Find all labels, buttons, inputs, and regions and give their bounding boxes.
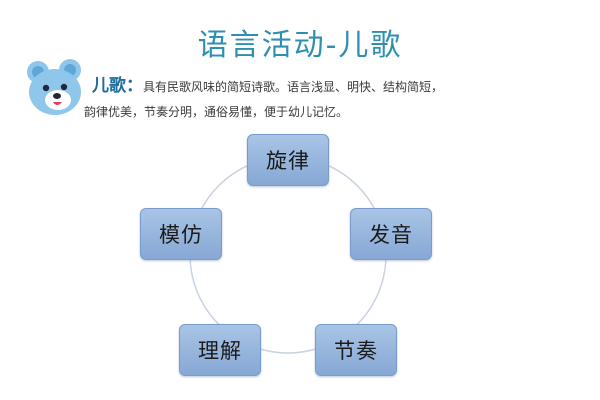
intro-label: 儿歌： — [92, 76, 143, 96]
slide-title: 语言活动-儿歌 — [197, 28, 403, 63]
cycle-node-rhythm: 节奏 — [315, 324, 397, 376]
intro-line-1: 具有民歌风味的简短诗歌。语言浅显、明快、结构简短， — [143, 80, 444, 94]
bear-mascot-icon — [27, 59, 81, 115]
intro-paragraph: 儿歌：具有民歌风味的简短诗歌。语言浅显、明快、结构简短， 韵律优美，节奏分明，通… — [84, 74, 592, 125]
intro-line-2: 韵律优美，节奏分明，通俗易懂，便于幼儿记忆。 — [84, 105, 349, 119]
cycle-node-melody: 旋律 — [247, 134, 329, 186]
cycle-node-understanding: 理解 — [179, 324, 261, 376]
cycle-node-imitation: 模仿 — [140, 208, 222, 260]
cycle-node-pronunciation: 发音 — [350, 208, 432, 260]
